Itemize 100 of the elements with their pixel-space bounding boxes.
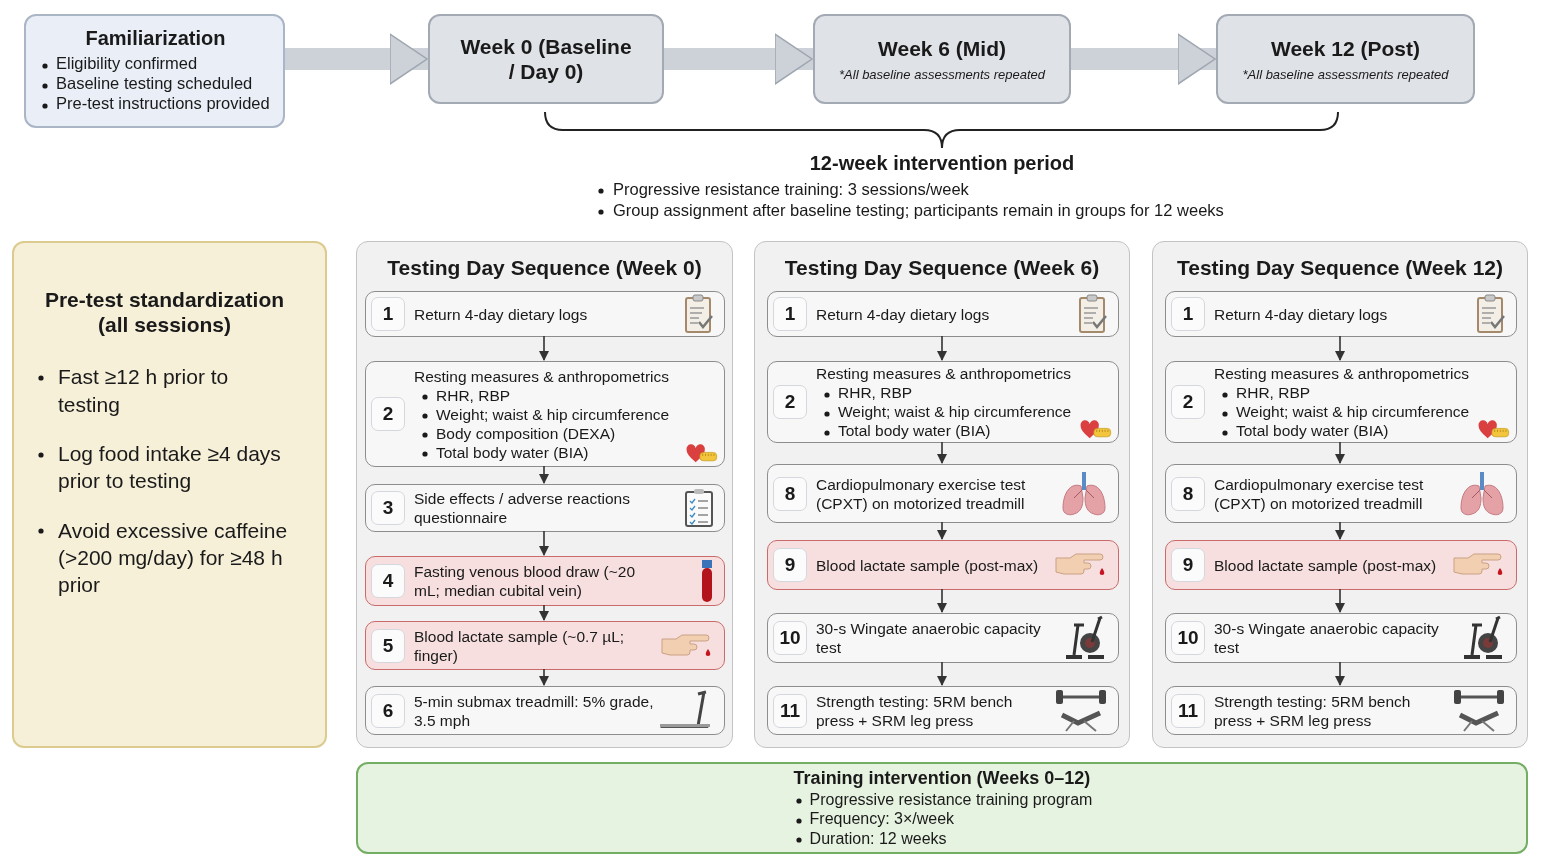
- step-text: Cardiopulmonary exercise test (CPXT) on motorized treadmill: [816, 474, 1027, 513]
- step-text: Cardiopulmonary exercise test (CPXT) on motorized treadmill: [1214, 474, 1425, 513]
- sequence-panel: [1152, 241, 1528, 748]
- stage-box: [24, 14, 285, 128]
- sequence-panel: [754, 241, 1130, 748]
- arrow: [539, 465, 549, 484]
- bullet-item: Avoid excessive caffeine (>200 mg/day) for ≥48 h prior: [58, 517, 289, 599]
- note-panel: [12, 241, 327, 748]
- arrow: [1335, 441, 1345, 464]
- step-box: [1165, 613, 1517, 663]
- step-number: 1: [773, 297, 807, 331]
- step-text: Resting measures & anthropometrics: [1214, 364, 1470, 383]
- step-text: Return 4-day dietary logs: [816, 304, 991, 324]
- step-number: 9: [773, 548, 807, 582]
- block-arrow: [1071, 33, 1216, 85]
- bullet-item: RHR, RBP: [436, 385, 511, 405]
- step-number: 2: [773, 385, 807, 419]
- arrow: [539, 530, 549, 556]
- step-box: [365, 291, 725, 337]
- arrow: [1335, 661, 1345, 686]
- step-number: 2: [371, 397, 405, 431]
- step-number: 6: [371, 693, 405, 728]
- step-number: 1: [1171, 297, 1205, 331]
- step-box: [767, 464, 1119, 523]
- step-text: Return 4-day dietary logs: [414, 304, 589, 324]
- step-text: Side effects / adverse reactions questionnaire: [414, 489, 631, 527]
- box-note: *All baseline assessments repeated: [1242, 67, 1449, 83]
- block-arrow: [664, 33, 813, 85]
- bullet-item: Pre-test instructions provided: [56, 93, 270, 114]
- step-number: 10: [1171, 621, 1205, 655]
- arrow: [1335, 335, 1345, 361]
- sequence-panel: [356, 241, 733, 748]
- step-box: [767, 613, 1119, 663]
- box-title: Familiarization: [84, 26, 227, 50]
- box-title: Week 12 (Post): [1271, 35, 1420, 62]
- bullet-item: Total body water (BIA): [1236, 421, 1389, 440]
- step-box: [365, 556, 725, 606]
- section-title: 12-week intervention period: [809, 152, 1075, 175]
- step-box: [365, 484, 725, 532]
- arrow: [539, 668, 549, 686]
- step-text: 30-s Wingate anaerobic capacity test: [816, 619, 1042, 657]
- arrow: [937, 335, 947, 361]
- step-box: [365, 361, 725, 467]
- step-box: [365, 686, 725, 735]
- arrow: [937, 588, 947, 613]
- step-box: [1165, 464, 1517, 523]
- step-text: Fasting venous blood draw (~20 mL; median cubital vein): [414, 562, 636, 600]
- step-number: 11: [1171, 693, 1205, 728]
- arrow: [937, 521, 947, 540]
- timepoint-box: [428, 14, 664, 104]
- bullet-item: Total body water (BIA): [436, 442, 589, 462]
- bullet-item: RHR, RBP: [1236, 383, 1311, 402]
- bullet-item: Fast ≥12 h prior to testing: [58, 364, 230, 418]
- arrow: [1335, 588, 1345, 613]
- bullet-item: Weight; waist & hip circumference: [1236, 402, 1470, 421]
- bullet-item: Log food intake ≥4 days prior to testing: [58, 440, 282, 495]
- step-number: 9: [1171, 548, 1205, 582]
- step-number: 8: [1171, 476, 1205, 511]
- step-box: [1165, 291, 1517, 337]
- step-box: [1165, 540, 1517, 590]
- step-box: [1165, 361, 1517, 443]
- step-text: Blood lactate sample (post-max): [1214, 555, 1438, 575]
- arrow: [1335, 521, 1345, 540]
- step-number: 10: [773, 621, 807, 655]
- panel-title: Testing Day Sequence (Week 0): [386, 256, 703, 280]
- step-box: [767, 540, 1119, 590]
- step-text: Strength testing: 5RM bench press + SRM leg press: [1214, 691, 1412, 730]
- step-number: 3: [371, 491, 405, 525]
- step-box: [767, 291, 1119, 337]
- step-number: 11: [773, 693, 807, 728]
- arrow: [539, 335, 549, 361]
- bullet-item: Total body water (BIA): [838, 421, 991, 440]
- step-text: Blood lactate sample (post-max): [816, 555, 1040, 575]
- bullet-item: Weight; waist & hip circumference: [436, 404, 670, 424]
- bullet-item: Frequency: 3×/week: [809, 809, 955, 829]
- step-box: [365, 621, 725, 670]
- bullet-item: Body composition (DEXA): [436, 423, 616, 443]
- step-text: Strength testing: 5RM bench press + SRM leg press: [816, 691, 1014, 730]
- bullet-item: Baseline testing scheduled: [56, 73, 253, 94]
- bullet-item: Weight; waist & hip circumference: [838, 402, 1072, 421]
- bullet-item: Progressive resistance training: 3 sessions/week: [613, 180, 969, 199]
- box-title: Week 6 (Mid): [878, 35, 1006, 62]
- box-title: Training intervention (Weeks 0–12): [793, 768, 1091, 790]
- step-number: 2: [1171, 385, 1205, 419]
- step-box: [1165, 686, 1517, 735]
- bullet-item: Group assignment after baseline testing; participants remain in groups for 12 weeks: [613, 201, 1224, 220]
- step-text: Resting measures & anthropometrics: [414, 366, 670, 386]
- step-text: 5-min submax treadmill: 5% grade, 3.5 mph: [414, 691, 655, 730]
- step-text: Resting measures & anthropometrics: [816, 364, 1072, 383]
- panel-title: Pre-test standardization (all sessions): [43, 287, 286, 338]
- step-text: 30-s Wingate anaerobic capacity test: [1214, 619, 1440, 657]
- arrow: [937, 441, 947, 464]
- intervention-box: [356, 762, 1528, 854]
- box-note: *All baseline assessments repeated: [839, 67, 1045, 83]
- bullet-item: Eligibility confirmed: [56, 54, 198, 74]
- block-arrow: [285, 33, 428, 85]
- bullet-item: RHR, RBP: [838, 383, 913, 402]
- step-box: [767, 686, 1119, 735]
- timepoint-box: [1216, 14, 1475, 104]
- step-number: 5: [371, 628, 405, 663]
